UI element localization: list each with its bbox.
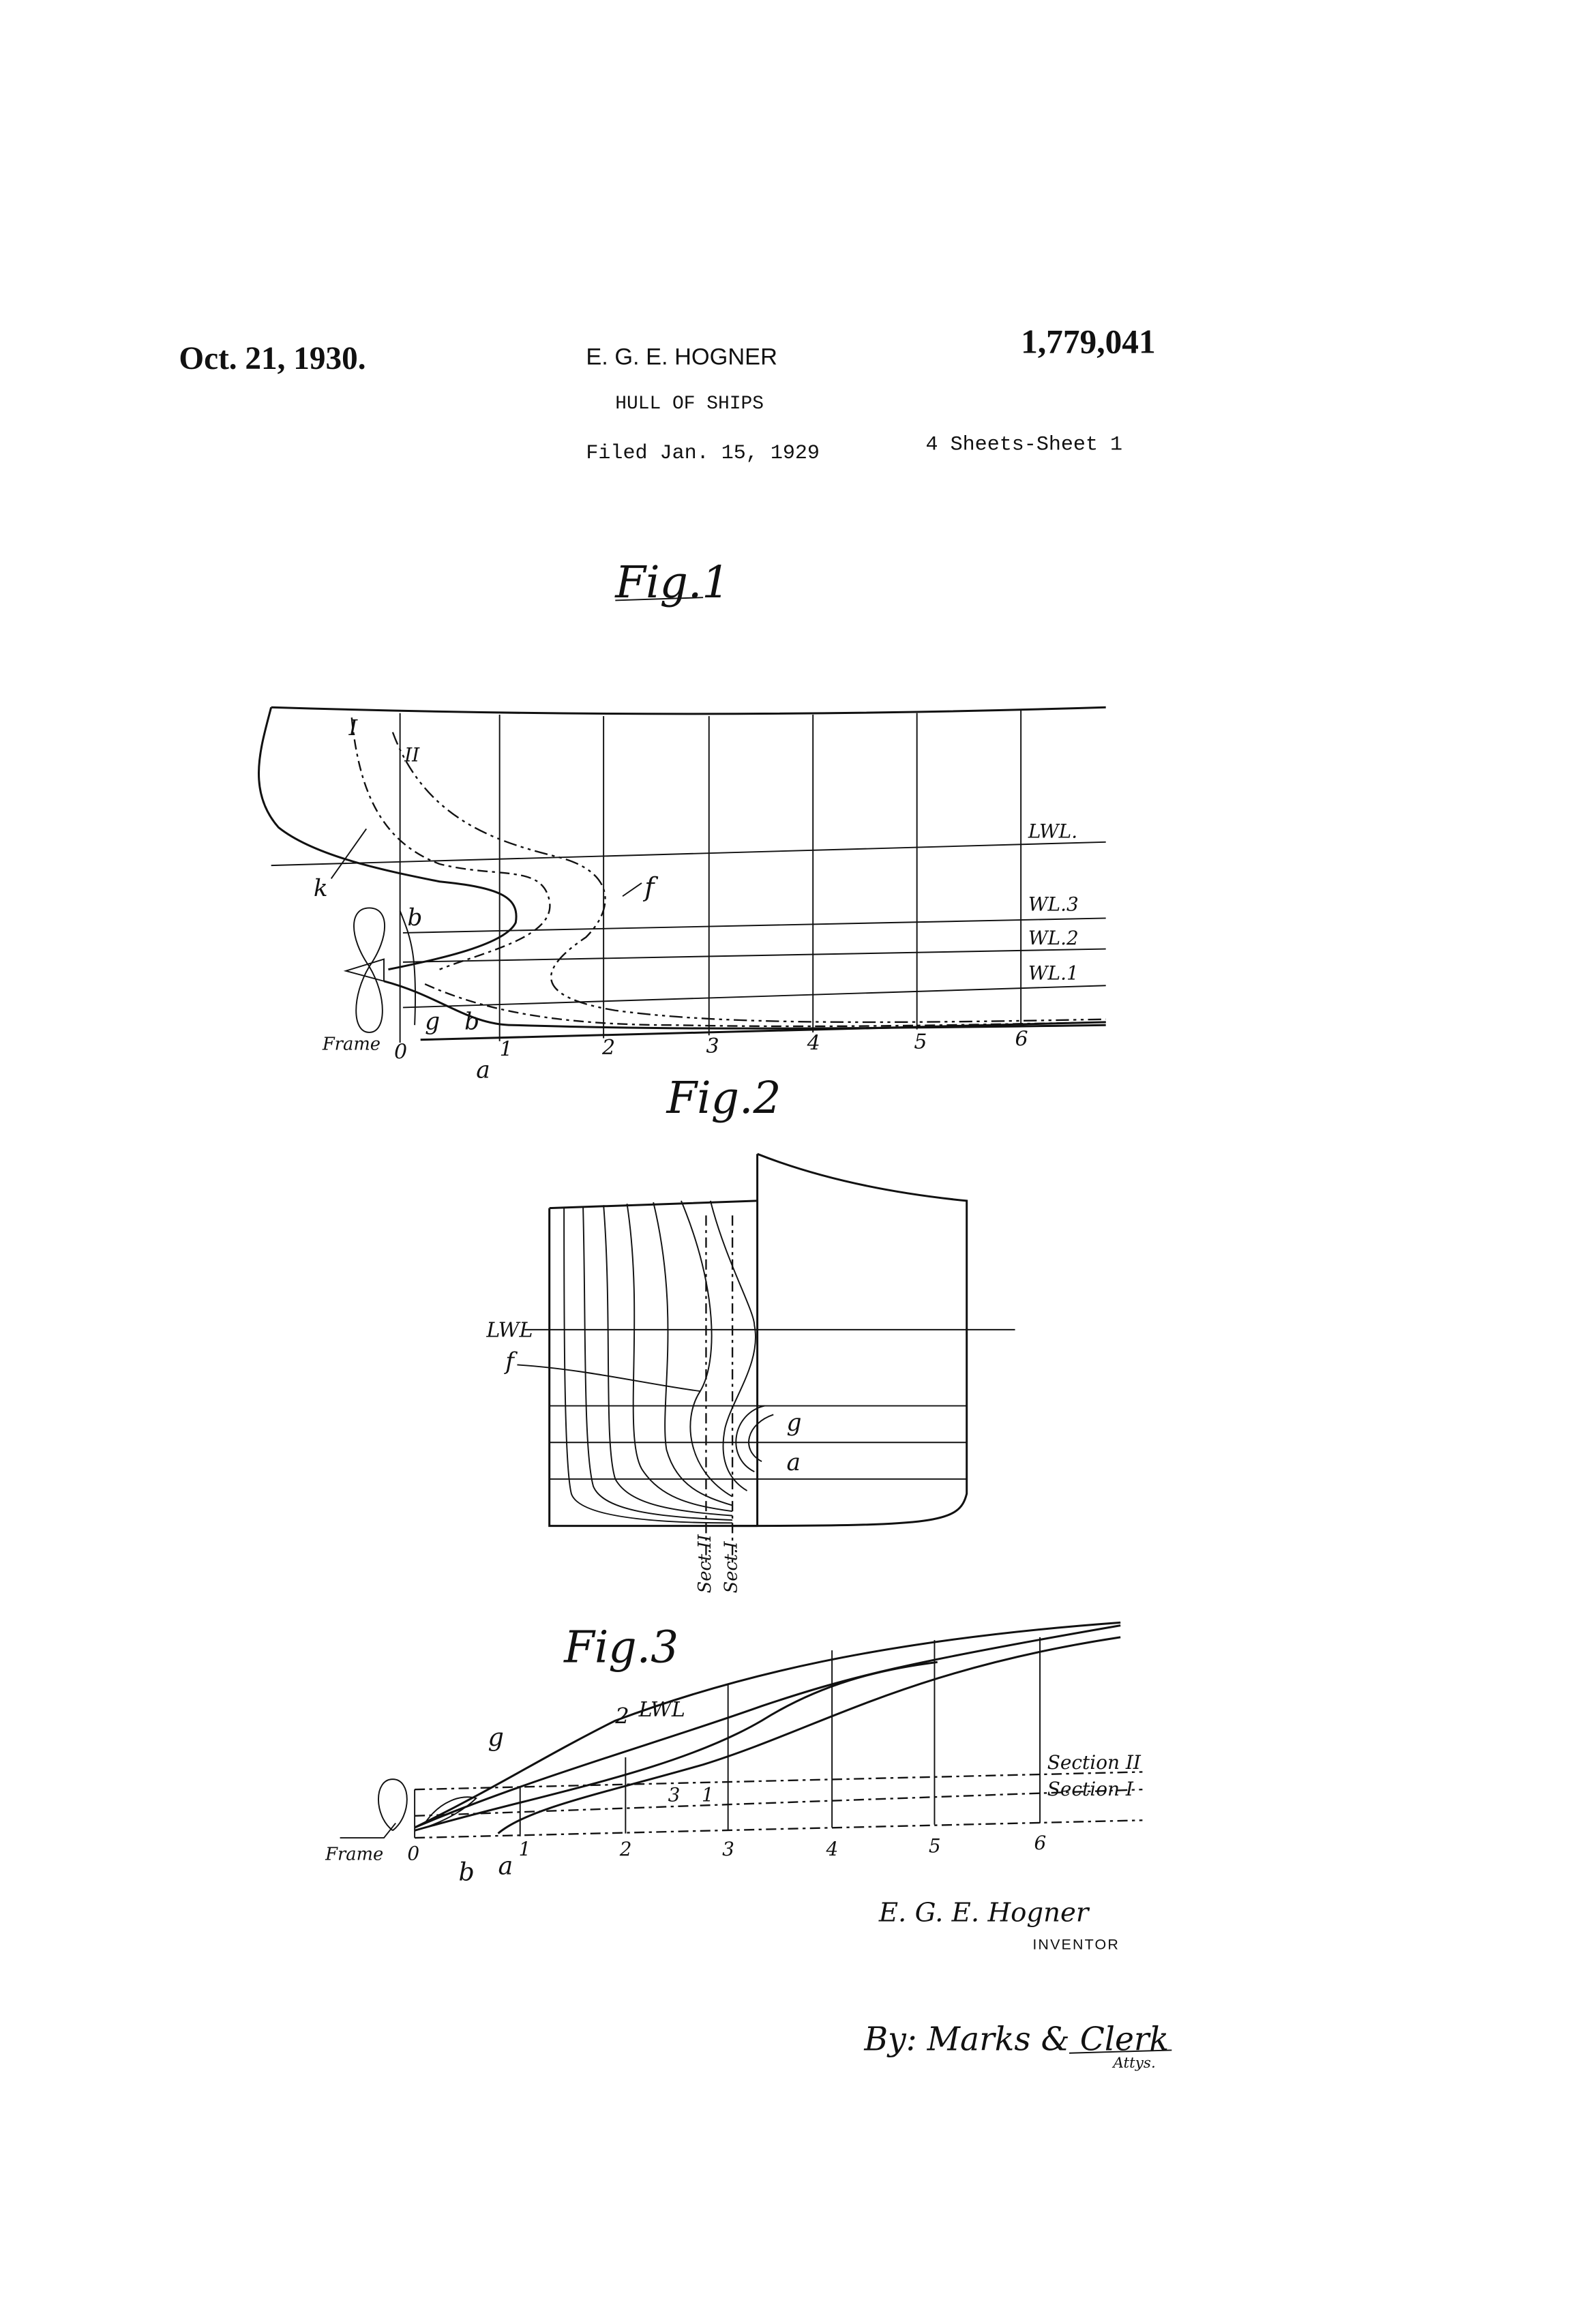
ref-a: a xyxy=(476,1057,490,1084)
frame-label: Frame xyxy=(325,1844,383,1864)
frame-number: 0 xyxy=(407,1842,419,1864)
ref-f: f xyxy=(642,872,659,903)
frame-number: 2 xyxy=(619,1838,632,1860)
ref-b: b xyxy=(459,1857,475,1886)
frame-number: 0 xyxy=(394,1041,407,1064)
attorney-signature: By: Marks & Clerk xyxy=(863,2021,1169,2058)
signatures: E. G. E. Hogner INVENTOR By: Marks & Cle… xyxy=(863,1897,1171,2072)
waterline-label: WL.1 xyxy=(1028,962,1079,985)
section-II-label: Sect.II xyxy=(695,1534,715,1593)
ref-f: f xyxy=(503,1348,518,1375)
frame-number: 3 xyxy=(722,1838,734,1860)
patent-number: 1,779,041 xyxy=(1021,323,1156,361)
filed-date: Filed Jan. 15, 1929 xyxy=(586,442,820,465)
patent-date: Oct. 21, 1930. xyxy=(179,341,365,376)
propeller-icon xyxy=(340,1779,407,1838)
inventor-name: E. G. E. HOGNER xyxy=(586,344,777,370)
frame-number: 4 xyxy=(826,1838,839,1860)
frame-number: 1 xyxy=(500,1037,513,1061)
propeller-icon xyxy=(346,908,385,1032)
waterline-label: WL.2 xyxy=(1028,927,1079,949)
section-II-line-label: Section II xyxy=(1047,1751,1141,1774)
fig2-lwl-label: LWL xyxy=(486,1319,533,1343)
ref-a: a xyxy=(787,1449,801,1476)
ref-II: II xyxy=(404,744,420,766)
fig2-label: Fig.2 xyxy=(666,1073,781,1124)
ref-g: g xyxy=(488,1723,503,1752)
fig3-label: Fig.3 xyxy=(563,1622,678,1673)
inventor-caption: INVENTOR xyxy=(1032,1936,1120,1952)
ref-a: a xyxy=(498,1851,513,1881)
attorney-caption: Attys. xyxy=(1111,2055,1155,2072)
frame-label: Frame xyxy=(322,1034,380,1055)
frame-number: 4 xyxy=(807,1032,820,1056)
header: Oct. 21, 1930. E. G. E. HOGNER 1,779,041… xyxy=(179,323,1155,466)
fig3-lwl-label: LWL xyxy=(638,1698,685,1722)
frame-number: 2 xyxy=(601,1036,615,1060)
section-I-line-label: Section I xyxy=(1047,1778,1134,1800)
ref-2: 2 xyxy=(614,1703,629,1729)
patent-title: HULL OF SHIPS xyxy=(615,393,764,415)
section-I-label: Sect.I xyxy=(721,1541,742,1594)
frame-number: 3 xyxy=(706,1034,719,1058)
ref-I: I xyxy=(348,715,358,741)
figure-3: Fig.3 g 2 LWL 3 1 Section II Section I F… xyxy=(325,1622,1142,1886)
figure-2: Fig.2 LWL f g a Sect.II Sect.I xyxy=(486,1073,1015,1593)
frame-number: 1 xyxy=(519,1838,531,1860)
frame-number: 6 xyxy=(1015,1027,1028,1051)
ref-b-lower: b xyxy=(464,1009,479,1036)
sheet-count: 4 Sheets-Sheet 1 xyxy=(926,433,1123,456)
frame-number: 6 xyxy=(1034,1832,1046,1854)
ref-g: g xyxy=(787,1410,802,1437)
waterline-label: WL.3 xyxy=(1028,893,1079,916)
fig1-label: Fig.1 xyxy=(614,557,730,608)
frame-number: 5 xyxy=(914,1030,927,1054)
frame-number: 5 xyxy=(929,1835,941,1858)
figure-1: Fig.1 I II k f b xyxy=(259,557,1106,1084)
ref-3: 3 xyxy=(668,1783,681,1806)
ref-b-upper: b xyxy=(407,904,422,932)
ref-k: k xyxy=(314,875,328,902)
inventor-signature: E. G. E. Hogner xyxy=(878,1897,1090,1928)
waterline-label: LWL. xyxy=(1028,820,1077,842)
ref-g: g xyxy=(425,1009,440,1036)
ref-1: 1 xyxy=(702,1783,714,1806)
